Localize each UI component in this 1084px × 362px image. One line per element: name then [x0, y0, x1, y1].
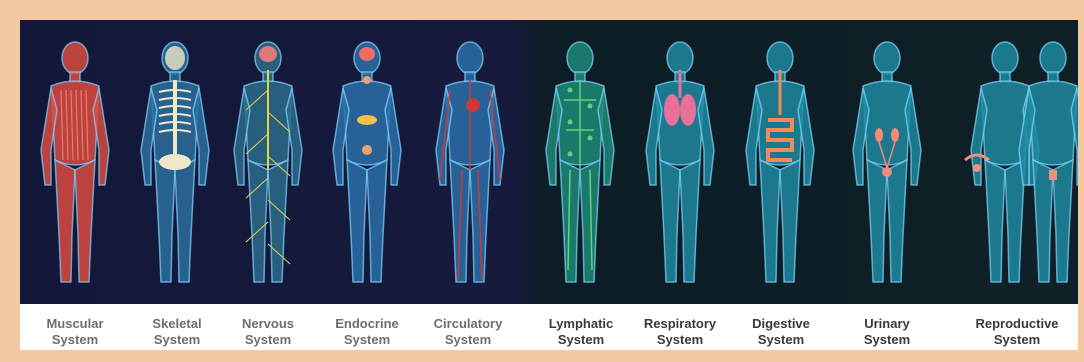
- label-reproductive: ReproductiveSystem: [962, 316, 1072, 348]
- figure-reproductive-male: [1019, 42, 1078, 282]
- figure-respiratory: [646, 42, 714, 282]
- pancreas: [357, 115, 377, 125]
- figure-circulatory: [436, 42, 504, 282]
- right-lung: [680, 94, 696, 126]
- label-endocrine: EndocrineSystem: [312, 316, 422, 348]
- label-urinary: UrinarySystem: [832, 316, 942, 348]
- male-organs: [1049, 170, 1057, 180]
- brain: [259, 46, 277, 62]
- brain: [359, 47, 375, 61]
- right-kidney: [891, 128, 899, 142]
- gland: [362, 145, 372, 155]
- figure-urinary: [853, 42, 921, 282]
- pelvis: [159, 154, 191, 170]
- heart: [466, 98, 480, 112]
- image-frame: MuscularSystem SkeletalSystem NervousSys…: [6, 6, 1078, 356]
- thyroid: [363, 76, 371, 84]
- left-kidney: [875, 128, 883, 142]
- body-systems-illustration: [20, 20, 1078, 304]
- label-circulatory: CirculatorySystem: [413, 316, 523, 348]
- figure-endocrine: [333, 42, 401, 282]
- label-digestive: DigestiveSystem: [726, 316, 836, 348]
- figure-muscular: [41, 42, 109, 282]
- uterus: [973, 164, 981, 172]
- lymph-node: [568, 88, 573, 93]
- label-respiratory: RespiratorySystem: [625, 316, 735, 348]
- figure-nervous: [234, 42, 302, 282]
- figure-panel: MuscularSystem SkeletalSystem NervousSys…: [20, 20, 1078, 350]
- skull: [165, 46, 185, 70]
- figure-skeletal: [141, 42, 209, 282]
- label-muscular: MuscularSystem: [20, 316, 130, 348]
- figure-digestive: [746, 42, 814, 282]
- label-nervous: NervousSystem: [213, 316, 323, 348]
- spine: [173, 80, 177, 160]
- figure-lymphatic: [546, 42, 614, 282]
- lymph-node: [568, 152, 573, 157]
- lymph-node: [588, 136, 593, 141]
- label-lymphatic: LymphaticSystem: [526, 316, 636, 348]
- lymph-node: [588, 104, 593, 109]
- left-lung: [664, 94, 680, 126]
- lymph-node: [568, 120, 573, 125]
- bladder: [882, 167, 892, 177]
